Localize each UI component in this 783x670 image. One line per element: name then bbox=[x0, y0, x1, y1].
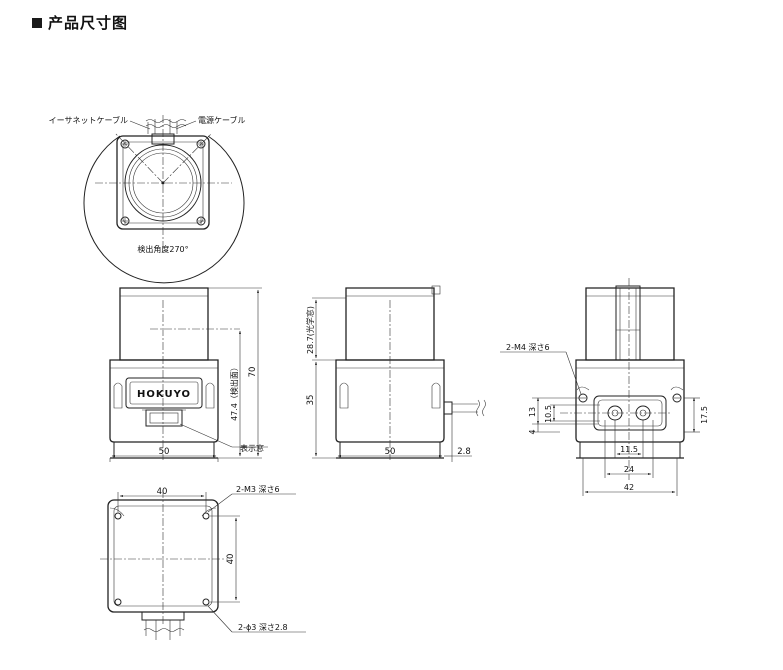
hokuyo-logo: HOKUYO bbox=[137, 389, 191, 400]
dim-side-optical: 28.7(光学窓) bbox=[305, 306, 315, 354]
dim-back-24: 24 bbox=[624, 465, 634, 474]
label-power-cable: 電源ケーブル bbox=[198, 115, 246, 125]
dim-front-height: 70 bbox=[248, 367, 258, 378]
section-header: 产品尺寸图 bbox=[32, 12, 128, 33]
label-display-window: 表示窓 bbox=[240, 443, 264, 453]
label-ethernet-cable: イーサネットケーブル bbox=[49, 115, 128, 125]
front-view: HOKUYO 70 47.4（検出面） 50 表示窓 bbox=[109, 287, 268, 462]
top-view: イーサネットケーブル 電源ケーブル 検出角度270° bbox=[49, 115, 246, 284]
label-phi-holes: 2-ϕ3 深さ2.8 bbox=[238, 623, 288, 632]
dim-back-10-5: 10.5 bbox=[544, 405, 553, 423]
bottom-view: 40 40 2-M3 深さ6 2-ϕ3 深さ2.8 bbox=[100, 485, 306, 640]
detection-arc bbox=[83, 135, 245, 284]
dim-bottom-width: 40 bbox=[157, 487, 168, 497]
dim-back-17-5: 17.5 bbox=[700, 406, 709, 424]
dim-side-2-8: 2.8 bbox=[457, 447, 471, 457]
dim-bottom-height: 40 bbox=[226, 554, 236, 565]
dim-back-13: 13 bbox=[528, 407, 537, 417]
dim-front-detect: 47.4（検出面） bbox=[229, 363, 239, 421]
label-detection-angle: 検出角度270° bbox=[137, 244, 188, 254]
label-m3-holes: 2-M3 深さ6 bbox=[236, 485, 280, 494]
front-upper-dome bbox=[119, 287, 209, 361]
dim-back-42: 42 bbox=[624, 483, 634, 492]
dim-back-11-5: 11.5 bbox=[620, 445, 638, 454]
back-view: 2-M4 深さ6 13 4 10.5 17.5 11.5 24 42 bbox=[500, 278, 709, 496]
dim-side-35: 35 bbox=[306, 395, 316, 406]
back-cable-channel bbox=[615, 285, 641, 361]
dim-side-width: 50 bbox=[385, 447, 396, 457]
label-m4-holes: 2-M4 深さ6 bbox=[506, 343, 550, 352]
dim-front-width: 50 bbox=[159, 447, 170, 457]
sensor-square-body bbox=[116, 135, 210, 230]
section-title: 产品尺寸图 bbox=[48, 14, 129, 32]
side-view: 28.7(光学窓) 35 50 2.8 bbox=[305, 285, 486, 462]
dim-back-4: 4 bbox=[528, 429, 537, 434]
back-upper-dome bbox=[585, 287, 675, 361]
square-bullet-icon bbox=[32, 17, 42, 28]
